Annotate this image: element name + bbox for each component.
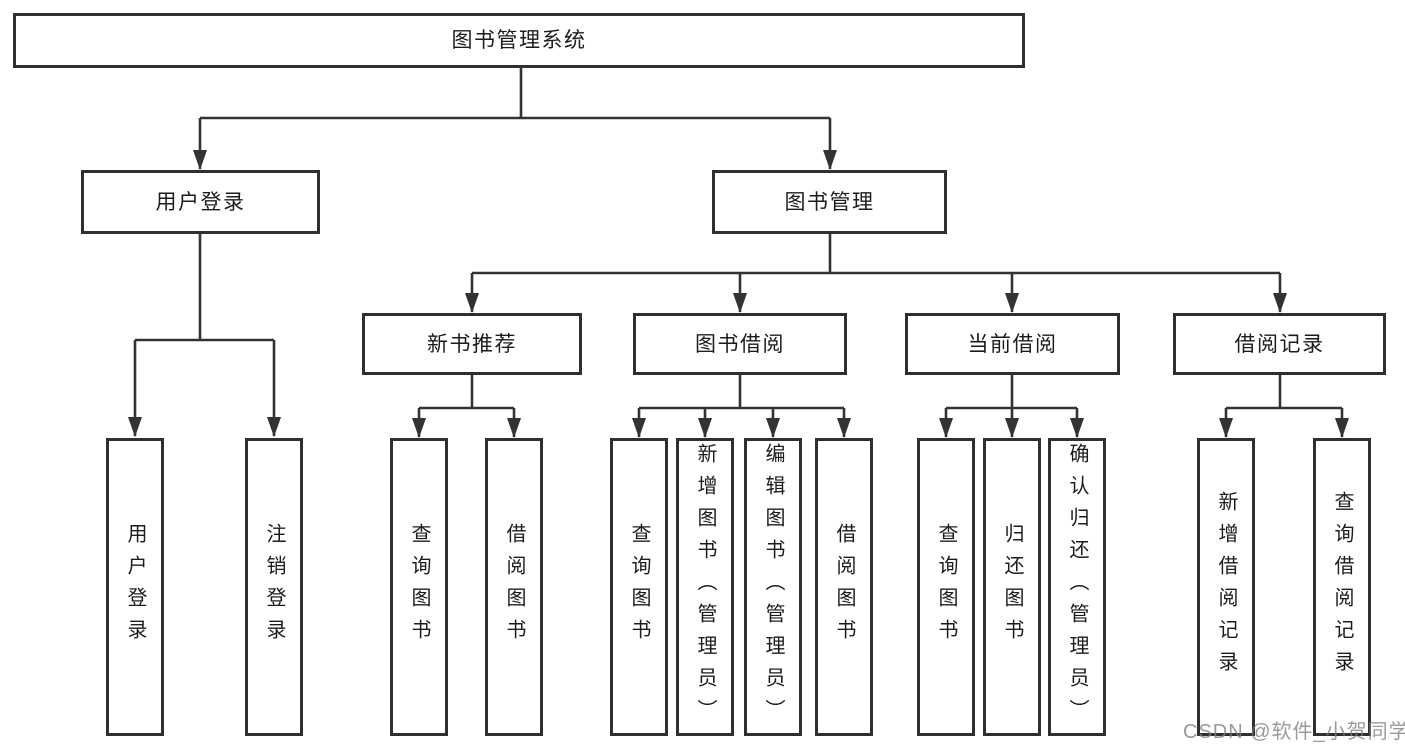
leaf-query-book-recommend: 查询图书 bbox=[390, 438, 448, 736]
node-new-book-recommend: 新书推荐 bbox=[362, 313, 582, 375]
leaf-return-book: 归还图书 bbox=[983, 438, 1041, 736]
leaf-query-borrow-record: 查询借阅记录 bbox=[1313, 438, 1371, 736]
node-root-library-system: 图书管理系统 bbox=[13, 13, 1025, 68]
node-book-borrow: 图书借阅 bbox=[633, 313, 847, 375]
node-user-login: 用户登录 bbox=[81, 170, 320, 234]
leaf-query-book-current: 查询图书 bbox=[917, 438, 975, 736]
leaf-borrow-book: 借阅图书 bbox=[815, 438, 873, 736]
leaf-query-book-borrow: 查询图书 bbox=[610, 438, 668, 736]
watermark: CSDN @软件_小贺同学 bbox=[1183, 721, 1405, 743]
node-borrow-records: 借阅记录 bbox=[1173, 313, 1386, 375]
leaf-borrow-book-recommend: 借阅图书 bbox=[485, 438, 543, 736]
leaf-edit-book-admin: 编辑图书（管理员） bbox=[744, 438, 802, 736]
leaf-confirm-return-admin: 确认归还（管理员） bbox=[1048, 438, 1106, 736]
leaf-user-login: 用户登录 bbox=[106, 438, 164, 736]
leaf-add-borrow-record: 新增借阅记录 bbox=[1197, 438, 1255, 736]
node-book-management: 图书管理 bbox=[712, 170, 947, 234]
node-current-borrow: 当前借阅 bbox=[905, 313, 1120, 375]
leaf-add-book-admin: 新增图书（管理员） bbox=[676, 438, 734, 736]
leaf-logout: 注销登录 bbox=[245, 438, 303, 736]
